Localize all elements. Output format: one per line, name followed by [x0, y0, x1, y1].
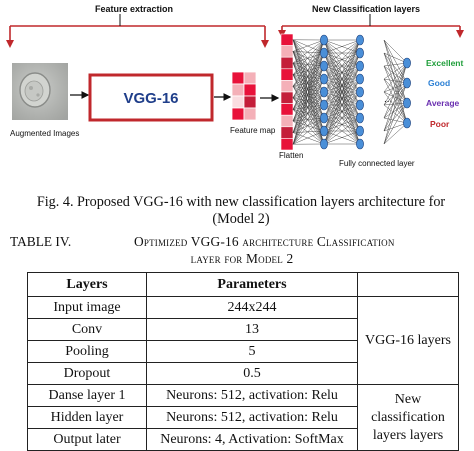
cell-params: Neurons: 4, Activation: SoftMax [147, 429, 358, 451]
fully-connected-label: Fully connected layer [339, 159, 415, 168]
neuron-node [320, 126, 327, 136]
group2-line-3: layers layers [358, 427, 458, 445]
neuron-node [356, 113, 363, 123]
layer-ellipsis: ... [384, 94, 392, 105]
neuron-node [320, 48, 327, 58]
table-title-line-1: Optimized VGG-16 architecture Classifica… [134, 233, 395, 250]
group2-line-1: New [358, 391, 458, 409]
cell-layer: Input image [28, 297, 147, 319]
augmented-images-label: Augmented Images [10, 129, 79, 138]
neuron-node [356, 87, 363, 97]
neuron-node [356, 61, 363, 71]
augmented-image [12, 63, 68, 120]
neuron-node [403, 118, 410, 128]
flatten-cell [281, 80, 293, 92]
table-header-row: Layers Parameters [28, 273, 459, 297]
flatten-cell [281, 92, 293, 104]
parameters-table: Layers Parameters Input image 244x244 VG… [27, 272, 459, 451]
feature-extraction-label: Feature extraction [95, 4, 173, 14]
cell-layer: Hidden layer [28, 407, 147, 429]
flatten-cell [281, 57, 293, 69]
neuron-node [320, 61, 327, 71]
neuron-node [403, 78, 410, 88]
table-row: Danse layer 1 Neurons: 512, activation: … [28, 385, 459, 407]
neuron-node [320, 100, 327, 110]
neuron-node [356, 100, 363, 110]
architecture-diagram: Feature extraction New Classification la… [0, 0, 474, 185]
vgg16-label: VGG-16 [123, 90, 178, 107]
neuron-node [356, 48, 363, 58]
group2-line-2: classification [358, 409, 458, 427]
flatten-cell [281, 69, 293, 81]
flatten-cell [281, 115, 293, 127]
cell-params: 0.5 [147, 363, 358, 385]
neuron-node [320, 139, 327, 149]
feature-map-label: Feature map [230, 126, 276, 135]
group-vgg16-layers: VGG-16 layers [358, 297, 459, 385]
flatten-cell [281, 46, 293, 58]
flatten-cell [281, 127, 293, 139]
bracket-arrow-right [261, 40, 269, 48]
cell-params: Neurons: 512, activation: Relu [147, 407, 358, 429]
group-new-classification-layers: New classification layers layers [358, 385, 459, 451]
new-layers-label: New Classification layers [312, 4, 420, 14]
class-label-good: Good [428, 78, 450, 88]
header-layers: Layers [28, 273, 147, 297]
cell-params: Neurons: 512, activation: Relu [147, 385, 358, 407]
class-label-excellent: Excellent [426, 58, 463, 68]
header-parameters: Parameters [147, 273, 358, 297]
cell-params: 5 [147, 341, 358, 363]
figure-caption: Fig. 4. Proposed VGG-16 with new classif… [8, 194, 474, 228]
neuron-node [403, 98, 410, 108]
neuron-node [356, 35, 363, 45]
table-title-line-2: layer for Model 2 [10, 250, 474, 267]
feature-extraction-bracket [10, 14, 265, 42]
new-layers-bracket [282, 14, 460, 32]
neuron-node [403, 58, 410, 68]
cell-params: 244x244 [147, 297, 358, 319]
header-group [358, 273, 459, 297]
flatten-cell [281, 34, 293, 46]
class-label-poor: Poor [430, 119, 450, 129]
table-row: Input image 244x244 VGG-16 layers [28, 297, 459, 319]
flatten-label: Flatten [279, 151, 303, 160]
neuron-node [356, 74, 363, 84]
cell-layer: Conv [28, 319, 147, 341]
cell-layer: Output later [28, 429, 147, 451]
cell-layer: Dropout [28, 363, 147, 385]
fully-connected-network [281, 34, 411, 150]
neuron-node [320, 74, 327, 84]
neuron-node [356, 126, 363, 136]
bracket-arrow-right-2 [456, 30, 464, 38]
neuron-node [320, 35, 327, 45]
neuron-node [320, 87, 327, 97]
caption-line-1: Fig. 4. Proposed VGG-16 with new classif… [8, 194, 474, 211]
cell-layer: Pooling [28, 341, 147, 363]
cell-params: 13 [147, 319, 358, 341]
caption-line-2: (Model 2) [8, 211, 474, 228]
feature-map [232, 72, 256, 120]
bracket-arrow-left [6, 40, 14, 48]
flatten-cell [281, 104, 293, 116]
neuron-node [356, 139, 363, 149]
table-number: TABLE IV. [10, 233, 71, 250]
cell-layer: Danse layer 1 [28, 385, 147, 407]
flatten-cell [281, 138, 293, 150]
class-label-average: Average [426, 98, 460, 108]
connection-lines [293, 40, 407, 144]
neuron-node [320, 113, 327, 123]
